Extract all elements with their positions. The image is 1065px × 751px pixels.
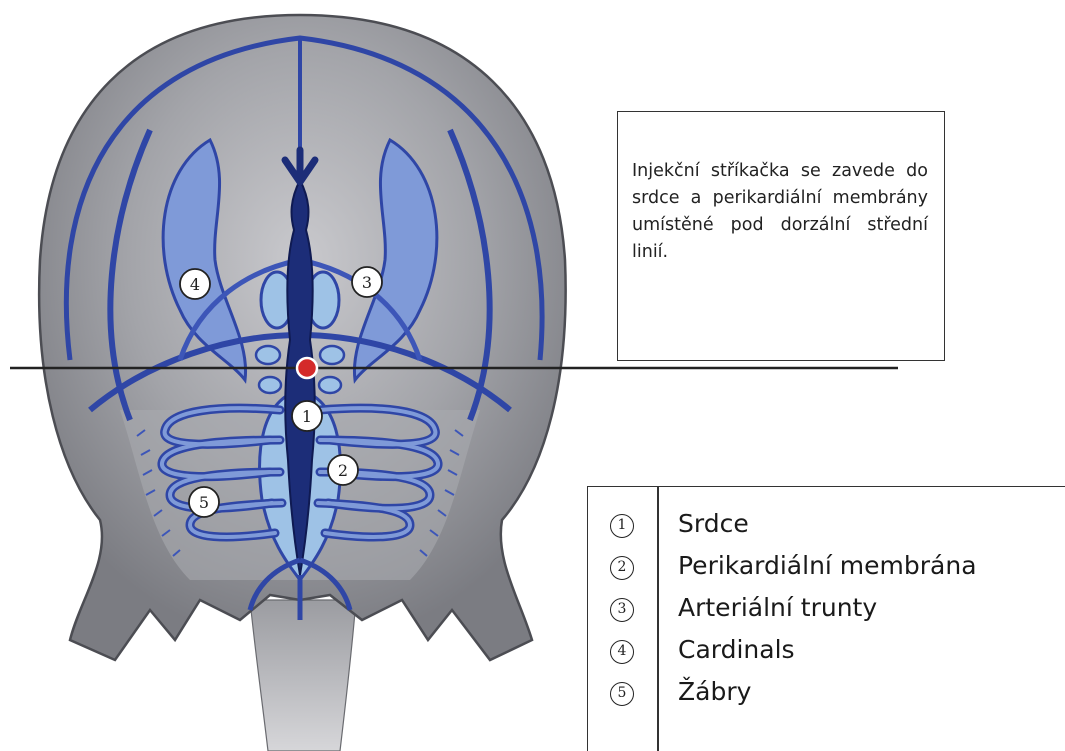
legend-label-3: Arteriální trunty bbox=[678, 591, 877, 625]
arterial-pocket-right-2 bbox=[319, 377, 341, 393]
diagram-marker-5: 5 bbox=[189, 487, 219, 517]
legend-number-1: 1 bbox=[610, 514, 634, 538]
arterial-pocket-left-2 bbox=[259, 377, 281, 393]
injection-callout-box: Injekční stříkačka se zavede do srdce a … bbox=[617, 111, 945, 361]
diagram-marker-5-label: 5 bbox=[199, 493, 209, 512]
legend-number-3: 3 bbox=[610, 598, 634, 622]
arterial-pocket-left bbox=[256, 346, 280, 364]
injection-point bbox=[297, 358, 317, 378]
legend-number-2: 2 bbox=[610, 556, 634, 580]
diagram-marker-4: 4 bbox=[180, 269, 210, 299]
legend-table: 1 Srdce 2 Perikardiální membrána 3 Arter… bbox=[587, 486, 1065, 751]
diagram-marker-1-label: 1 bbox=[302, 407, 312, 426]
legend-label-4: Cardinals bbox=[678, 633, 795, 667]
legend-item-gills: 5 Žábry bbox=[588, 673, 1065, 713]
diagram-marker-2-label: 2 bbox=[338, 461, 348, 480]
diagram-marker-2: 2 bbox=[328, 455, 358, 485]
legend-item-heart: 1 Srdce bbox=[588, 505, 1065, 545]
diagram-marker-3-label: 3 bbox=[362, 273, 372, 292]
diagram-marker-1: 1 bbox=[292, 401, 322, 431]
legend-label-1: Srdce bbox=[678, 507, 749, 541]
legend-item-cardinals: 4 Cardinals bbox=[588, 631, 1065, 671]
legend-item-arterial-trunks: 3 Arteriální trunty bbox=[588, 589, 1065, 629]
diagram-marker-4-label: 4 bbox=[190, 275, 200, 294]
legend-number-5: 5 bbox=[610, 682, 634, 706]
legend-label-2: Perikardiální membrána bbox=[678, 549, 977, 583]
diagram-marker-3: 3 bbox=[352, 267, 382, 297]
legend-number-4: 4 bbox=[610, 640, 634, 664]
injection-instruction-text: Injekční stříkačka se zavede do srdce a … bbox=[632, 158, 928, 266]
arterial-pocket-right bbox=[320, 346, 344, 364]
tail-segment bbox=[250, 600, 356, 751]
legend-item-pericardial-membrane: 2 Perikardiální membrána bbox=[588, 547, 1065, 587]
legend-label-5: Žábry bbox=[678, 675, 751, 709]
